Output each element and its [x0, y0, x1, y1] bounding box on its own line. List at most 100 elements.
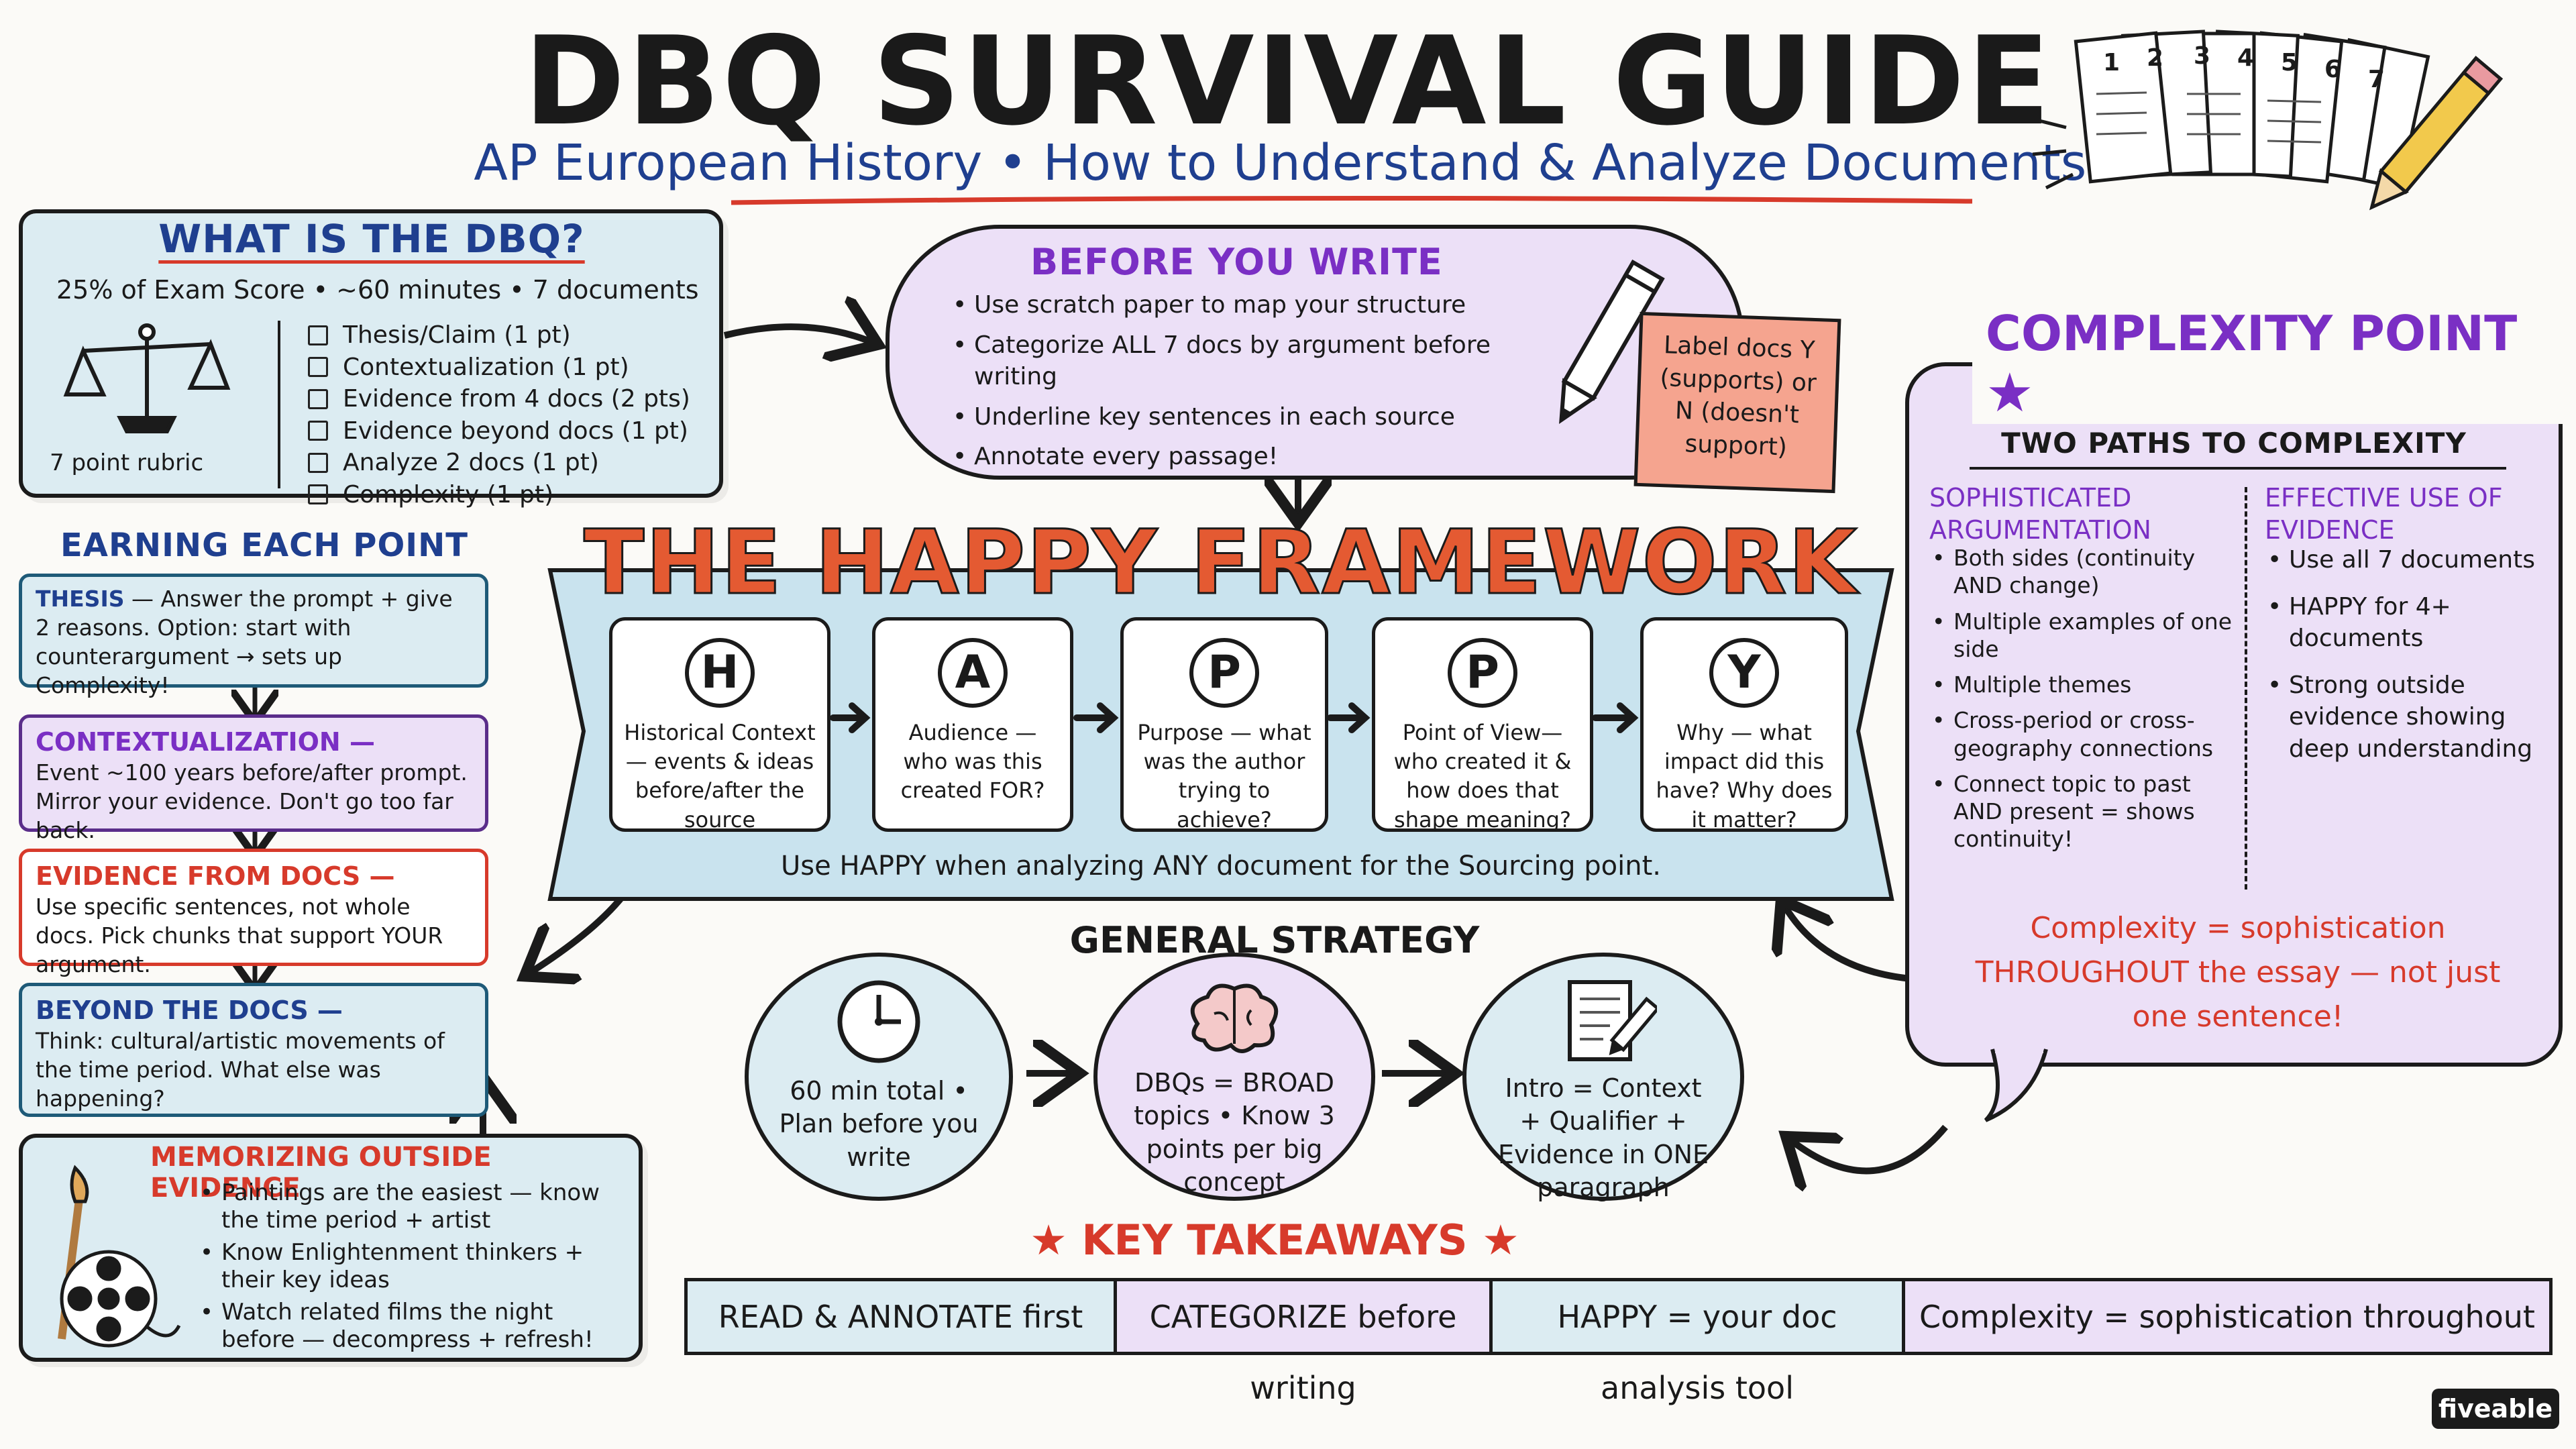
- page-title: DBQ SURVIVAL GUIDE: [523, 10, 2053, 152]
- doc-page-6: 6: [2324, 56, 2341, 83]
- star-icon: ★: [1467, 1216, 1519, 1265]
- checklist-item[interactable]: Evidence from 4 docs (2 pts): [308, 383, 690, 415]
- checklist-item[interactable]: Contextualization (1 pt): [308, 352, 690, 384]
- letter-h: H: [685, 638, 755, 708]
- list-item: HAPPY for 4+ documents: [2265, 591, 2546, 655]
- takeaway-item: READ & ANNOTATE first: [688, 1281, 1117, 1352]
- list-item: Cross-period or cross-geography connecti…: [1929, 706, 2245, 762]
- evidence-heading: EVIDENCE FROM DOCS —: [36, 861, 395, 891]
- dashed-divider: [2245, 487, 2247, 890]
- documents-stack-icon: 1 2 3 4 5 6 7: [2032, 30, 2504, 211]
- film-reel-icon: [58, 1165, 181, 1348]
- letter-y: Y: [1709, 638, 1779, 708]
- takeaway-item: CATEGORIZE before writing: [1117, 1281, 1493, 1406]
- list-item: Multiple examples of one side: [1929, 608, 2245, 663]
- letter-p: P: [1448, 638, 1517, 708]
- key-takeaways-title: ★ KEY TAKEAWAYS ★: [1030, 1216, 1519, 1265]
- clock-icon: [837, 980, 920, 1063]
- checklist-item[interactable]: Thesis/Claim (1 pt): [308, 319, 690, 352]
- checkbox-icon[interactable]: [308, 452, 328, 473]
- list-item: Use scratch paper to map your structure: [950, 289, 1554, 321]
- complexity-subtitle: TWO PATHS TO COMPLEXITY: [2001, 427, 2467, 460]
- brain-icon: [1190, 983, 1279, 1053]
- col2-title: EFFECTIVE USE OF EVIDENCE: [2265, 483, 2503, 545]
- happy-card-a: A Audience — who was this created FOR?: [872, 617, 1073, 832]
- memorizing-panel: MEMORIZING OUTSIDE EVIDENCE Paintings ar…: [19, 1134, 643, 1362]
- beyond-docs-text: Think: cultural/artistic movements of th…: [36, 1028, 445, 1112]
- takeaway-item: Complexity = sophistication throughout: [1905, 1281, 2549, 1352]
- happy-framework-title: THE HAPPY FRAMEWORK: [583, 511, 1858, 616]
- col2-list: Use all 7 documents HAPPY for 4+ documen…: [2265, 544, 2546, 780]
- checkbox-icon[interactable]: [308, 484, 328, 505]
- beyond-docs-heading: BEYOND THE DOCS —: [36, 996, 343, 1025]
- list-item: Multiple themes: [1929, 671, 2245, 699]
- rubric-label: 7 point rubric: [50, 449, 204, 476]
- scales-icon: [63, 323, 231, 433]
- doc-page-1: 1: [2103, 49, 2120, 76]
- page-subtitle: AP European History • How to Understand …: [474, 134, 2102, 192]
- col1-list: Both sides (continuity AND change) Multi…: [1929, 544, 2245, 861]
- list-item: Watch related films the night before — d…: [197, 1299, 633, 1354]
- contextualization-card: CONTEXTUALIZATION — Event ~100 years bef…: [19, 714, 488, 843]
- document-pen-icon: [1568, 980, 1660, 1061]
- star-icon: ★: [1030, 1216, 1082, 1265]
- doc-page-7: 7: [2368, 66, 2385, 93]
- list-item: Both sides (continuity AND change): [1929, 544, 2245, 600]
- contextualization-heading: CONTEXTUALIZATION —: [36, 727, 375, 757]
- checkbox-icon[interactable]: [308, 388, 328, 409]
- doc-page-3: 3: [2194, 42, 2210, 70]
- list-item: Annotate every passage!: [950, 441, 1554, 473]
- checklist-item[interactable]: Complexity (1 pt): [308, 479, 690, 511]
- checklist-item[interactable]: Evidence beyond docs (1 pt): [308, 415, 690, 447]
- happy-card-h: H Historical Context— events & ideas bef…: [609, 617, 830, 833]
- rubric-checklist: Thesis/Claim (1 pt) Contextualization (1…: [308, 319, 690, 511]
- general-strategy-title: GENERAL STRATEGY: [1069, 919, 1480, 961]
- list-item: Paintings are the easiest — know the tim…: [197, 1179, 633, 1235]
- contextualization-text: Event ~100 years before/after prompt. Mi…: [36, 759, 468, 844]
- col1-title: SOPHISTICATED ARGUMENTATION: [1929, 483, 2151, 545]
- bubble-tail: [1984, 1046, 2048, 1122]
- list-item: Categorize ALL 7 docs by argument before…: [950, 329, 1554, 393]
- happy-card-p1: P Purpose — what was the author trying t…: [1120, 617, 1328, 833]
- checkbox-icon[interactable]: [308, 357, 328, 378]
- complexity-panel: TWO PATHS TO COMPLEXITY SOPHISTICATED AR…: [1905, 362, 2563, 1067]
- complexity-title: COMPLEXITY POINT ★: [1972, 305, 2576, 424]
- thesis-card: THESIS — Answer the prompt + give 2 reas…: [19, 574, 488, 698]
- earning-each-point-title: EARNING EACH POINT: [60, 527, 469, 564]
- before-you-write-cloud: BEFORE YOU WRITE Use scratch paper to ma…: [885, 225, 1744, 480]
- complexity-note: Complexity = sophistication THROUGHOUT t…: [1975, 911, 2501, 1034]
- dbq-stats: 25% of Exam Score • ~60 minutes • 7 docu…: [56, 275, 699, 305]
- evidence-text: Use specific sentences, not whole docs. …: [36, 894, 443, 978]
- thesis-heading: THESIS: [36, 586, 125, 612]
- beyond-docs-card: BEYOND THE DOCS — Think: cultural/artist…: [19, 983, 488, 1117]
- list-item: Underline key sentences in each source: [950, 401, 1554, 433]
- takeaway-item: HAPPY = your doc analysis tool: [1493, 1281, 1905, 1406]
- doc-page-4: 4: [2237, 44, 2254, 72]
- list-item: Connect topic to past AND present = show…: [1929, 770, 2245, 853]
- doc-page-5: 5: [2281, 49, 2298, 76]
- list-item: Strong outside evidence showing deep und…: [2265, 669, 2546, 765]
- before-you-write-title: BEFORE YOU WRITE: [1030, 241, 1443, 283]
- list-item: Know Enlightenment thinkers + their key …: [197, 1239, 633, 1295]
- thesis-text: — Answer the prompt + give 2 reasons. Op…: [36, 586, 453, 698]
- takeaways-bar: READ & ANNOTATE first CATEGORIZE before …: [684, 1278, 2553, 1406]
- list-item: Use all 7 documents: [2265, 544, 2546, 576]
- happy-card-y: Y Why — what impact did this have? Why d…: [1640, 617, 1848, 833]
- before-you-write-list: Use scratch paper to map your structure …: [950, 289, 1554, 481]
- strategy-circle-2: DBQs = BROAD topics • Know 3 points per …: [1093, 953, 1375, 1201]
- memorizing-list: Paintings are the easiest — know the tim…: [197, 1179, 633, 1358]
- star-icon: ★: [1986, 362, 2034, 424]
- strategy-circle-3: Intro = Context + Qualifier + Evidence i…: [1462, 953, 1744, 1202]
- what-is-dbq-panel: WHAT IS THE DBQ? 25% of Exam Score • ~60…: [19, 209, 723, 508]
- checkbox-icon[interactable]: [308, 421, 328, 441]
- doc-page-2: 2: [2147, 44, 2163, 72]
- divider: [1970, 467, 2506, 470]
- letter-p: P: [1189, 638, 1259, 708]
- happy-arrows: [830, 702, 1639, 733]
- checkbox-icon[interactable]: [308, 325, 328, 345]
- checklist-item[interactable]: Analyze 2 docs (1 pt): [308, 447, 690, 479]
- happy-card-p2: P Point of View— who created it & how do…: [1372, 617, 1593, 833]
- sticky-note: Label docs Y (supports) or N (doesn't su…: [1633, 311, 1841, 494]
- divider: [278, 321, 280, 488]
- pencil-icon: [1559, 259, 1665, 424]
